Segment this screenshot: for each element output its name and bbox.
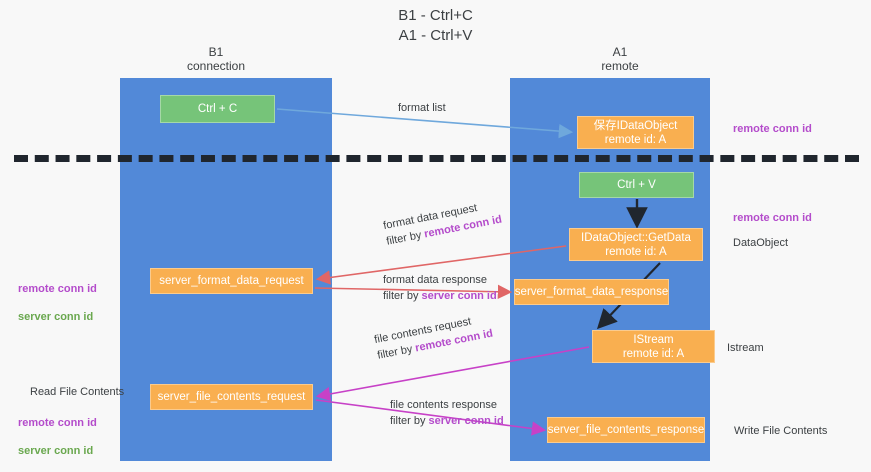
edge-filter-server-conn-id: server conn id [421, 290, 497, 302]
node-server-file-contents-request[interactable]: server_file_contents_request [150, 384, 313, 410]
edge-label-format-data-request: format data request filter by remote con… [382, 196, 503, 250]
annotation-text: remote conn id [733, 212, 812, 224]
edge-label-format-data-response: format data response filter by server co… [383, 272, 497, 304]
edge-label-line1: format data response [383, 274, 487, 286]
annotation-left-conn-ids-1: remote conn id server conn id [18, 268, 97, 338]
edge-label-line1: file contents response [390, 399, 498, 411]
annotation-left-conn-ids-2: remote conn id server conn id [18, 402, 97, 472]
annotation-right-dataobject: DataObject [733, 237, 789, 249]
annotation-left-read-file-contents: Read File Contents [30, 386, 125, 398]
edge-label-file-contents-response: file contents response filter by server … [390, 397, 504, 429]
node-server-format-data-response[interactable]: server_format_data_response [514, 279, 669, 305]
edge-filter-prefix: filter by [390, 415, 429, 427]
edge-label-file-contents-request: file contents request filter by remote c… [373, 310, 494, 364]
edge-label-line2: filter by server conn id [383, 288, 497, 304]
annotation-right-istream: Istream [727, 342, 764, 354]
column-header-a1: A1 remote [601, 45, 639, 73]
annotation-right-remote-conn-id-1: remote conn id [733, 122, 812, 136]
node-ctrl-v[interactable]: Ctrl + V [579, 172, 694, 198]
diagram-title: B1 - Ctrl+C A1 - Ctrl+V [398, 7, 473, 44]
node-ctrl-c[interactable]: Ctrl + C [160, 95, 275, 123]
annotation-remote-conn-id: remote conn id [18, 283, 97, 295]
column-header-b1: B1 connection [186, 45, 246, 73]
edge-label-line2: filter by server conn id [390, 413, 504, 429]
node-server-format-data-request[interactable]: server_format_data_request [150, 268, 313, 294]
edge-label-line1: format list [398, 102, 446, 114]
annotation-right-remote-conn-id-2: remote conn id [733, 211, 812, 225]
phase-divider [14, 155, 859, 162]
edge-filter-prefix: filter by [383, 290, 422, 302]
node-istream[interactable]: IStream remote id: A [592, 330, 715, 363]
annotation-server-conn-id: server conn id [18, 311, 94, 323]
edge-filter-server-conn-id: server conn id [428, 415, 504, 427]
node-server-file-contents-response[interactable]: server_file_contents_response [547, 417, 705, 443]
node-idataobject-getdata[interactable]: IDataObject::GetData remote id: A [569, 228, 703, 261]
edge-label-format-list: format list [398, 100, 446, 116]
annotation-text: remote conn id [733, 123, 812, 135]
node-save-idataobject[interactable]: 保存IDataObject remote id: A [577, 116, 694, 149]
annotation-remote-conn-id: remote conn id [18, 417, 97, 429]
annotation-server-conn-id: server conn id [18, 445, 94, 457]
annotation-right-write-file-contents: Write File Contents [734, 425, 828, 437]
